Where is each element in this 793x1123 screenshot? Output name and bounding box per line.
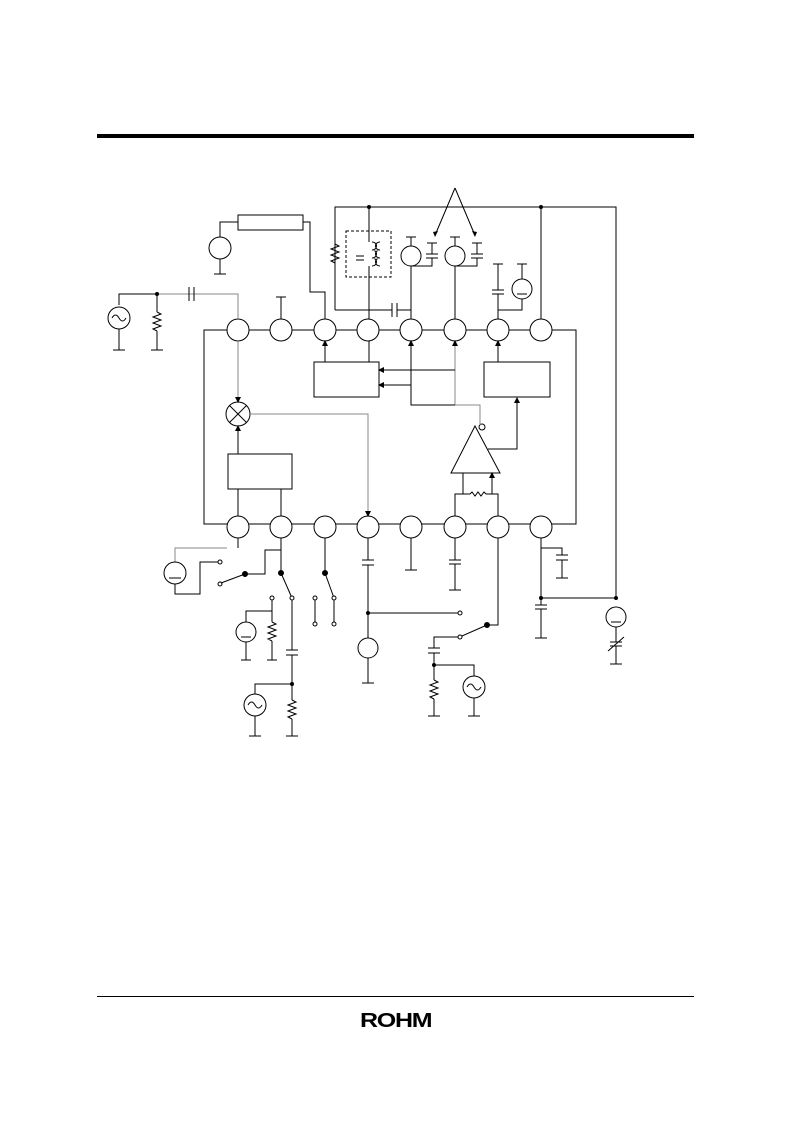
pin-bottom-2 xyxy=(270,516,292,538)
header-rule xyxy=(97,134,694,138)
switch-icon xyxy=(281,573,292,598)
block-left-bottom xyxy=(228,454,292,489)
rohm-logo: ROHM xyxy=(360,1010,433,1032)
dc-source-icon xyxy=(512,279,532,299)
meter-pair xyxy=(401,188,483,319)
input-source-network xyxy=(108,287,194,350)
signal-path xyxy=(129,294,480,594)
amplifier xyxy=(450,424,501,474)
ic-outline xyxy=(204,330,576,524)
resistor-icon xyxy=(430,680,438,699)
pin-top-8 xyxy=(530,319,552,341)
pin-top-4 xyxy=(357,319,379,341)
pin-bottom-5 xyxy=(400,516,422,538)
pin-top-2 xyxy=(270,319,292,341)
resistor-icon xyxy=(288,700,296,719)
tank-circuit xyxy=(331,206,616,601)
filter-block xyxy=(238,215,303,230)
right-meter xyxy=(492,207,541,319)
resistor-icon xyxy=(268,622,276,641)
switch-icon xyxy=(325,573,334,598)
block-left-top xyxy=(314,362,379,397)
switch-icon xyxy=(462,625,487,636)
dc-source-icon xyxy=(236,622,256,642)
dc-source-icon xyxy=(401,246,421,266)
resistor-icon xyxy=(331,244,339,263)
top-left-filter xyxy=(209,215,325,319)
pin-bottom-8 xyxy=(530,516,552,538)
resistor-icon xyxy=(470,492,486,496)
dc-source-icon xyxy=(606,607,626,627)
dc-source-icon xyxy=(209,237,231,259)
pin-top-1 xyxy=(227,319,249,341)
pin-bottom-1 xyxy=(227,516,249,538)
bottom-network xyxy=(164,538,626,736)
footer-rule xyxy=(97,996,694,997)
pin-bottom-4 xyxy=(357,516,379,538)
dc-source-icon xyxy=(358,638,378,658)
pin-bottom-7 xyxy=(487,516,509,538)
bottom-pin-row xyxy=(227,516,552,538)
dc-source-icon xyxy=(164,562,186,584)
coil-icon xyxy=(372,242,377,266)
pin-top-5 xyxy=(400,319,422,341)
switch-icon xyxy=(221,574,245,583)
pin-top-7 xyxy=(487,319,509,341)
top-pin-row xyxy=(227,319,552,341)
dc-source-icon xyxy=(445,246,465,266)
pin-top-6 xyxy=(444,319,466,341)
pin-top-3 xyxy=(314,319,336,341)
internal-wiring xyxy=(235,340,520,516)
resistor-icon xyxy=(153,312,161,331)
pin-bottom-3 xyxy=(314,516,336,538)
block-right-top xyxy=(484,362,550,397)
pin-bottom-6 xyxy=(444,516,466,538)
mixer-icon xyxy=(226,402,250,426)
